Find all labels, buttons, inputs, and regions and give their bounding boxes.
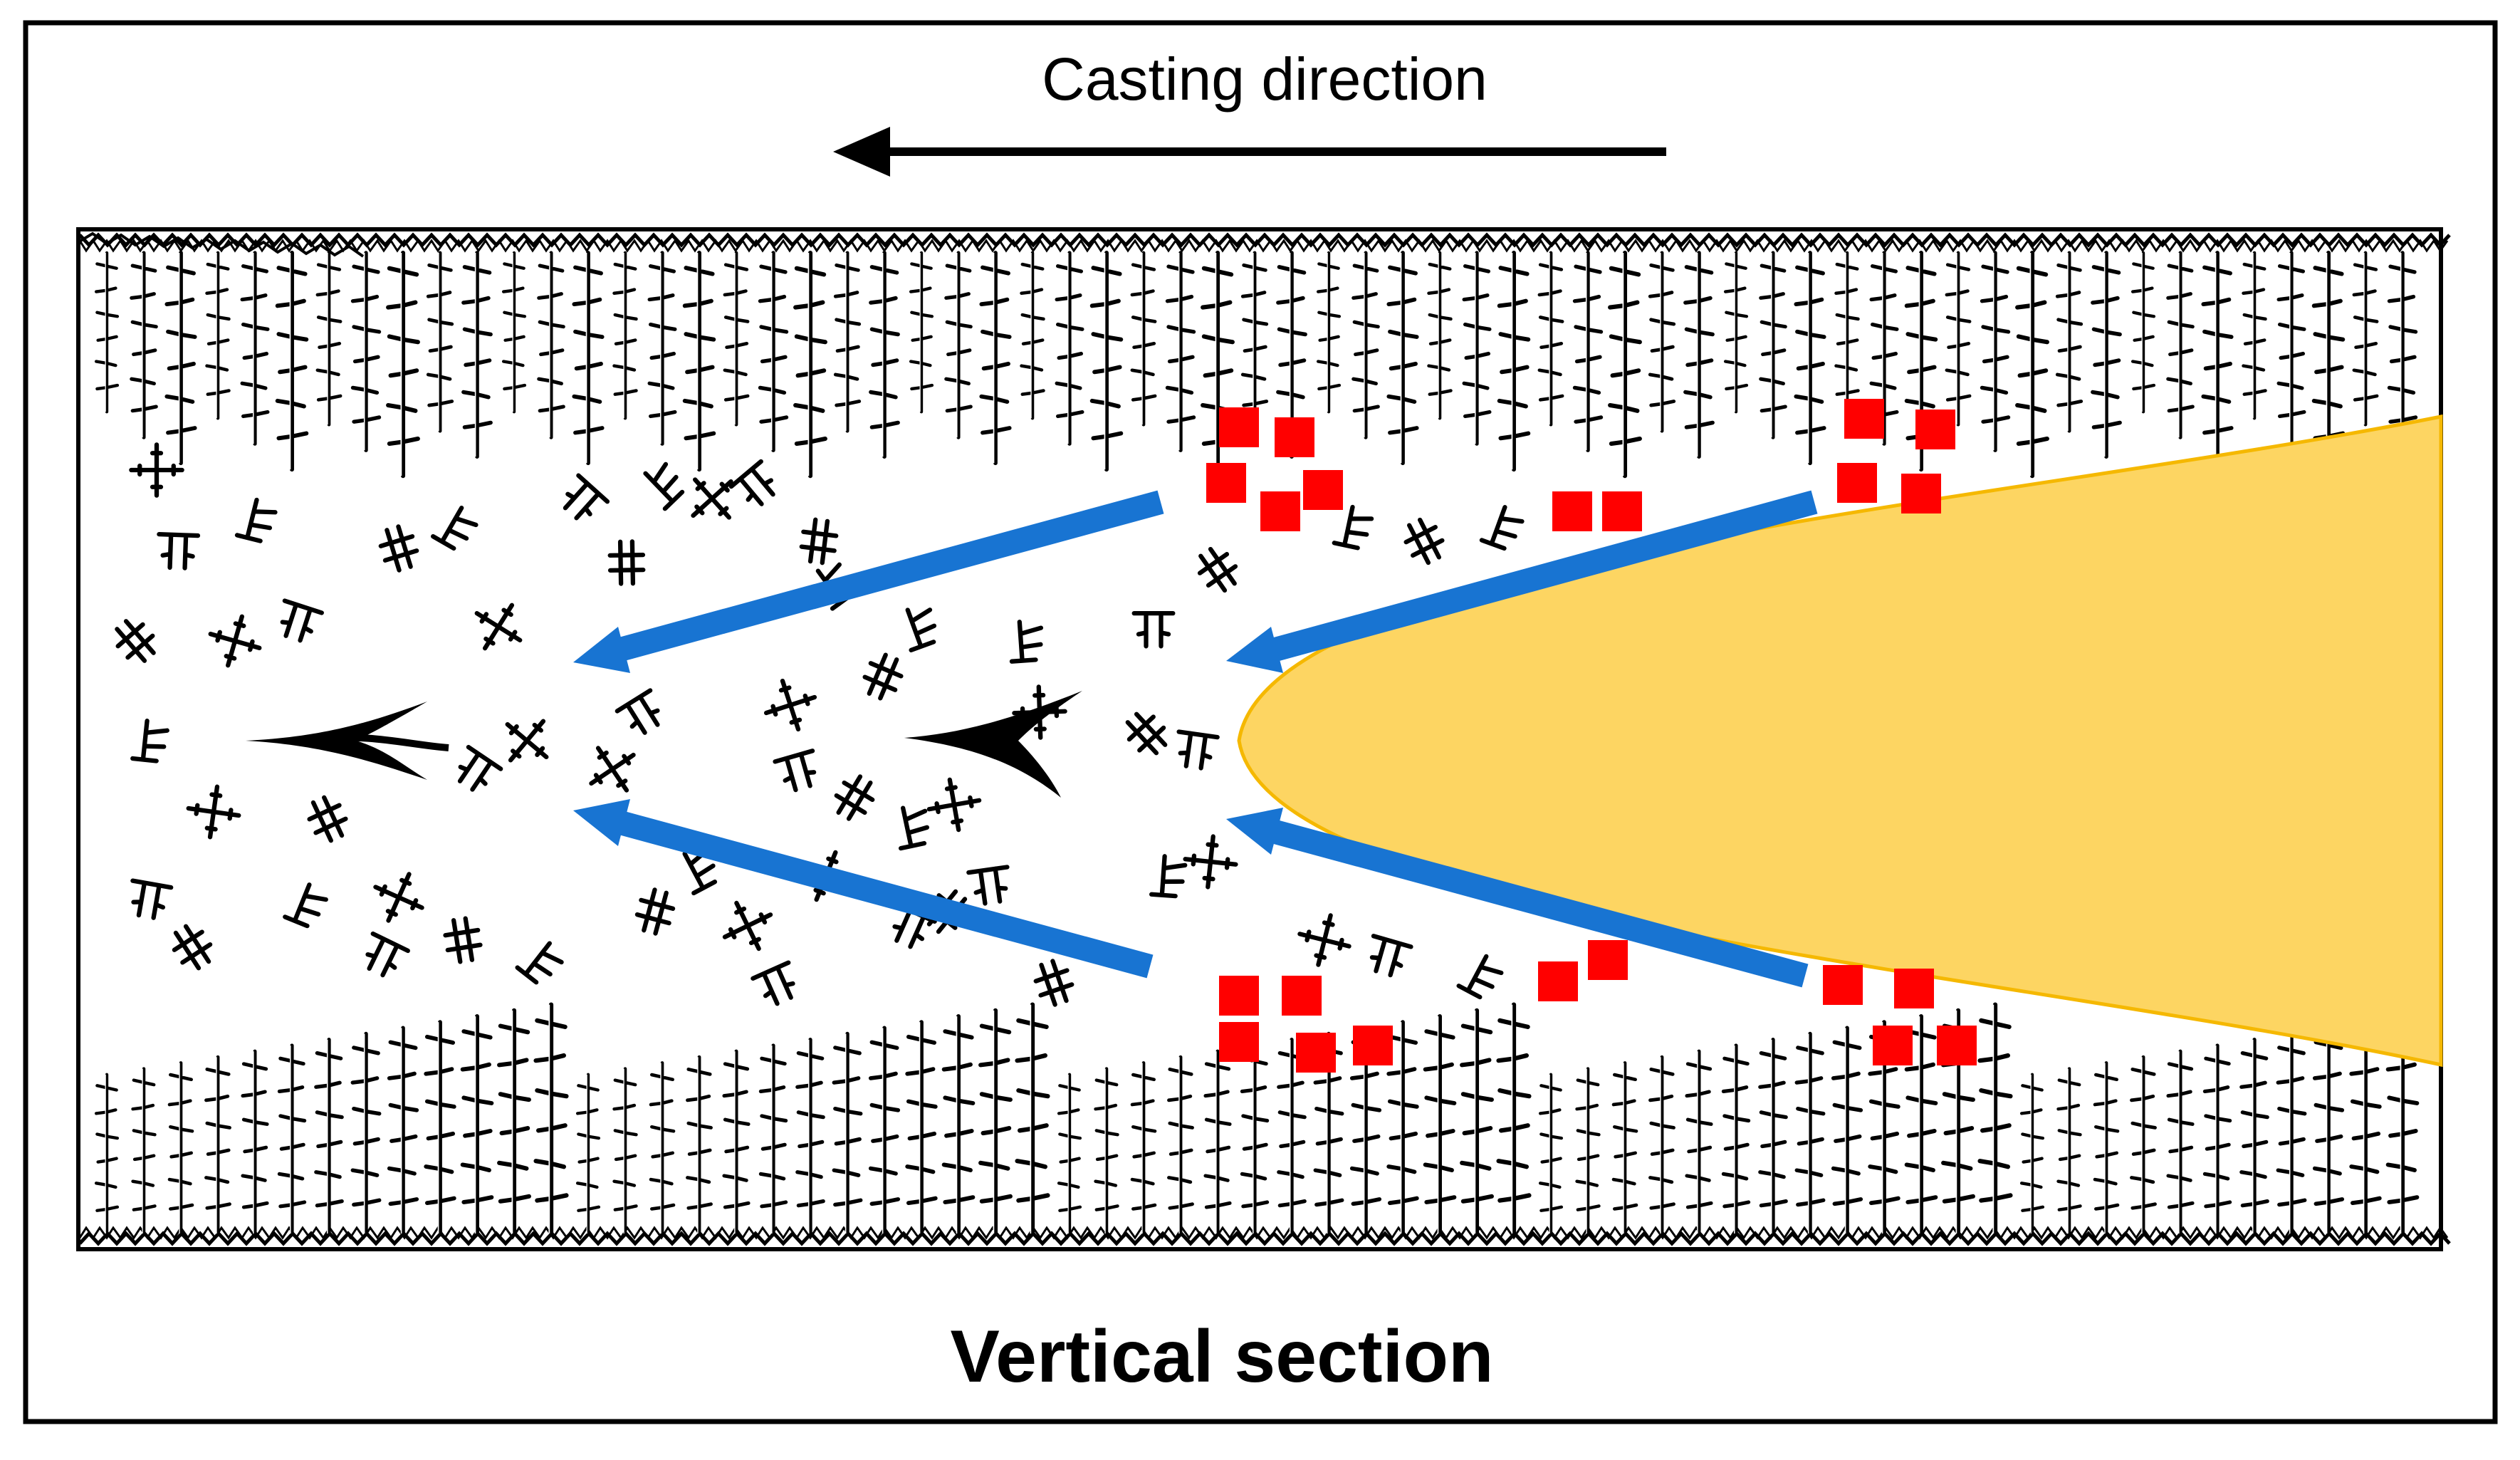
square-icon	[1915, 410, 1955, 449]
square-icon	[1219, 1022, 1259, 1062]
chevron-left-icon	[904, 691, 1082, 798]
flow-arrow	[1264, 818, 1809, 988]
flow-arrow-head	[573, 627, 630, 673]
square-icon	[1901, 474, 1941, 513]
flow-arrow-head	[1226, 808, 1283, 855]
chill-zone-bottom	[78, 1226, 2451, 1246]
square-icon	[1588, 940, 1628, 980]
square-icon	[1282, 976, 1322, 1016]
flow-arrow	[609, 490, 1164, 664]
chevron-left-icon	[246, 702, 449, 780]
square-icon	[1602, 491, 1642, 531]
square-icon	[1219, 407, 1259, 447]
square-icon	[1552, 491, 1592, 531]
square-icon	[1275, 417, 1314, 457]
inclusion-particles	[1206, 399, 1977, 1073]
square-icon	[1873, 1026, 1913, 1065]
section-label: Vertical section	[950, 1315, 1493, 1398]
square-icon	[1206, 463, 1246, 503]
square-icon	[1219, 976, 1259, 1016]
square-icon	[1303, 470, 1343, 510]
square-icon	[1894, 969, 1934, 1008]
chill-zone-top	[78, 232, 2451, 253]
square-icon	[1844, 399, 1884, 439]
square-icon	[1296, 1033, 1336, 1073]
flow-arrow	[1264, 490, 1818, 664]
flow-arrow	[609, 808, 1154, 979]
square-icon	[1823, 965, 1863, 1005]
flow-arrow-head	[573, 799, 630, 846]
square-icon	[1353, 1026, 1393, 1065]
square-icon	[1937, 1026, 1977, 1065]
square-icon	[1837, 463, 1877, 503]
casting-direction-label: Casting direction	[1042, 46, 1488, 113]
left-arrow-icon	[833, 127, 1666, 177]
flow-arrows	[573, 490, 1818, 988]
square-icon	[1538, 961, 1578, 1001]
square-icon	[1260, 491, 1300, 531]
flow-arrow-head	[1226, 627, 1283, 673]
